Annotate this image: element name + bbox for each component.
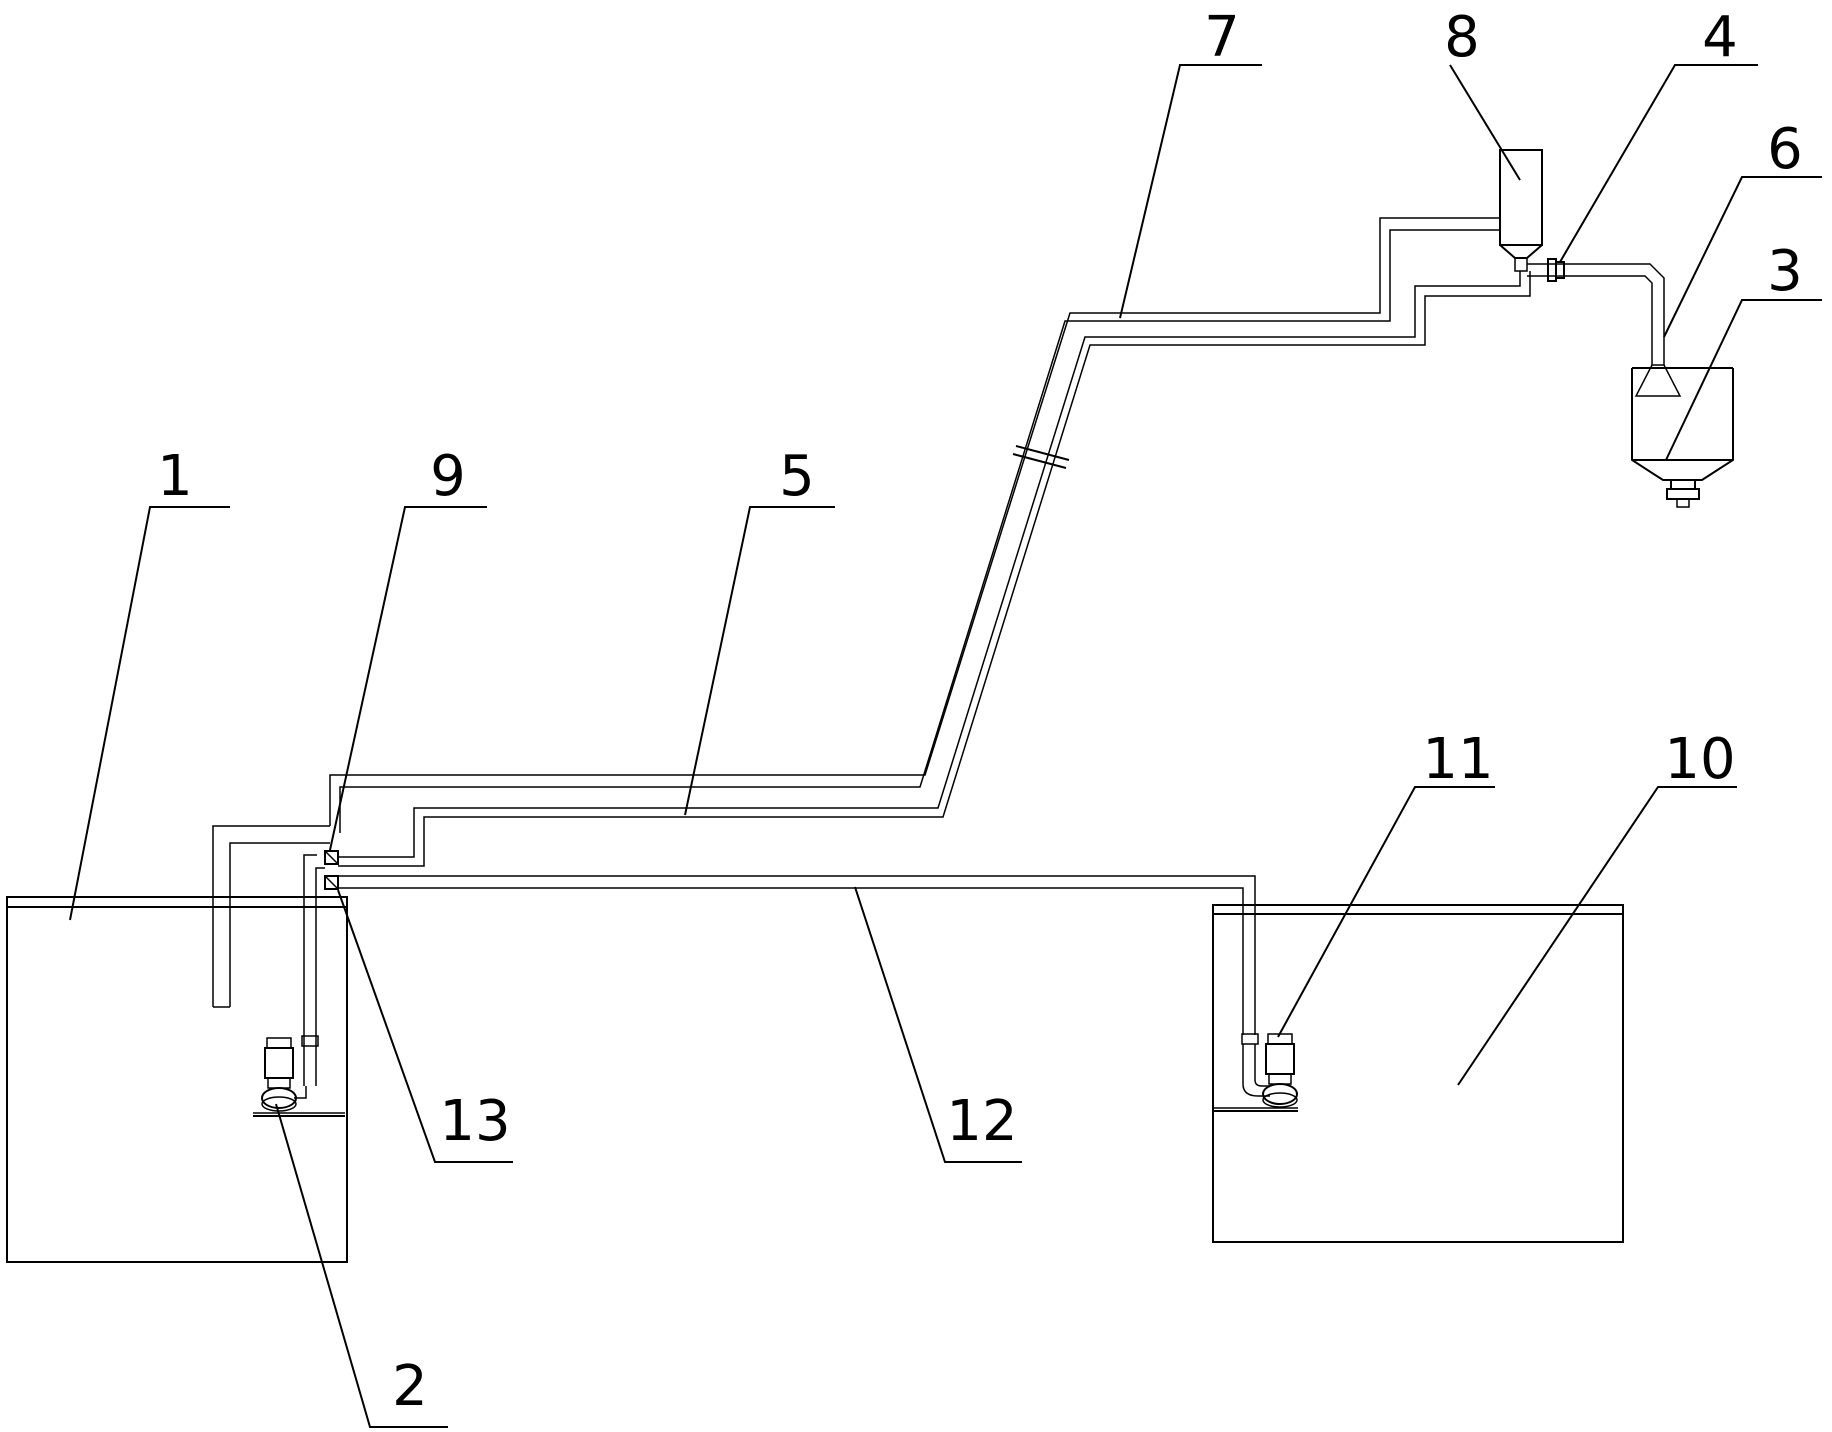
pipe-flange [1012,445,1070,469]
pipe-lower-run [338,271,1531,867]
label-separator-8: 8 [1444,5,1480,70]
label-collector-3: 3 [1767,239,1803,304]
label-valve-4: 4 [1702,5,1738,70]
label-pump-11: 11 [1422,727,1493,792]
right-pump [1213,1033,1298,1112]
separator-outlet-pipe [1527,263,1665,365]
label-tank-10: 10 [1664,727,1735,792]
label-pipe-12: 12 [946,1089,1017,1154]
valve-9 [324,850,339,865]
left-riser-pipe [301,854,325,1086]
label-pipe-7: 7 [1204,5,1240,70]
valve-4 [1547,258,1565,282]
label-pump-2: 2 [392,1354,428,1419]
label-tank-left: 1 [157,444,193,509]
label-pipe-6: 6 [1767,117,1803,182]
leader-lines [69,64,1822,1428]
valve-13 [324,875,339,890]
collector-tank [1631,364,1734,508]
left-pump [253,1037,345,1117]
right-tank [1212,904,1624,1243]
pipe-return [338,875,1256,1035]
label-valve-9: 9 [430,444,466,509]
left-tank [6,896,348,1263]
left-inlet-pipe [212,825,330,1008]
pipe-upper-run [329,217,1500,833]
separator-vessel [1499,149,1543,272]
label-valve-13: 13 [439,1089,510,1154]
label-pipe-5: 5 [779,444,815,509]
